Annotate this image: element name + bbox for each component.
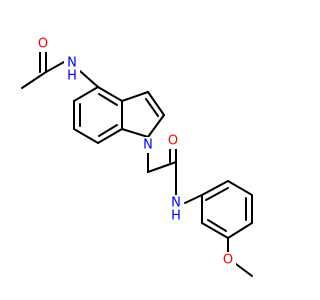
- bond-ar5-ar6-double: [207, 219, 227, 232]
- atom-sub-label: H: [67, 69, 77, 84]
- atom-sub-label: H: [171, 209, 181, 224]
- bond-c3-c2-double: [145, 98, 159, 117]
- atom-label: N: [67, 56, 77, 71]
- bond-c7-c7a-double: [98, 124, 118, 137]
- atom-label: N: [171, 196, 181, 211]
- bond-lines: [21, 48, 253, 277]
- bond-c3a-c4-double: [98, 93, 118, 106]
- bond-c2-n1: [147, 114, 165, 138]
- bond-c3a-c4: [97, 86, 123, 102]
- atom-nh-acetamide: N H: [64, 54, 80, 84]
- bond-ar1-ar2-double: [205, 187, 229, 201]
- bond-c3a-c3: [121, 91, 149, 102]
- atom-o-amide: O: [165, 133, 181, 149]
- bond-ar5-ar6: [201, 222, 229, 239]
- atom-label: O: [168, 134, 178, 149]
- atom-o-methoxy: O: [220, 252, 236, 268]
- bond-carbonyl-nh: [45, 61, 65, 73]
- atom-label: O: [38, 37, 48, 52]
- bond-ar4-ar5: [227, 222, 253, 239]
- atom-n-indole: N: [140, 137, 156, 153]
- bond-c6-c7: [73, 128, 99, 144]
- bond-c4-c5: [73, 86, 99, 102]
- bond-nh-c4: [79, 70, 99, 88]
- atom-label: N: [143, 138, 153, 153]
- atom-nh-amide: N H: [168, 195, 184, 225]
- bond-nh2-aryl: [184, 194, 203, 204]
- bond-ome-methyl: [235, 263, 253, 277]
- atom-labels: O N H N O N H O: [35, 36, 236, 268]
- atom-o-acetyl: O: [35, 36, 51, 52]
- bond-c7-c7a: [97, 128, 123, 144]
- molecule-structure: O N H N O N H O: [21, 36, 253, 277]
- bond-ch2-carbonyl: [147, 161, 177, 173]
- bond-methyl-carbonyl: [21, 71, 47, 89]
- bond-ar1-ar2: [201, 180, 229, 196]
- structure-canvas: O N H N O N H O: [21, 36, 253, 277]
- bond-c3-c2: [147, 91, 165, 116]
- bond-n1-c7a: [121, 128, 149, 138]
- bond-ar2-ar3: [227, 180, 253, 196]
- atom-label: O: [223, 253, 233, 268]
